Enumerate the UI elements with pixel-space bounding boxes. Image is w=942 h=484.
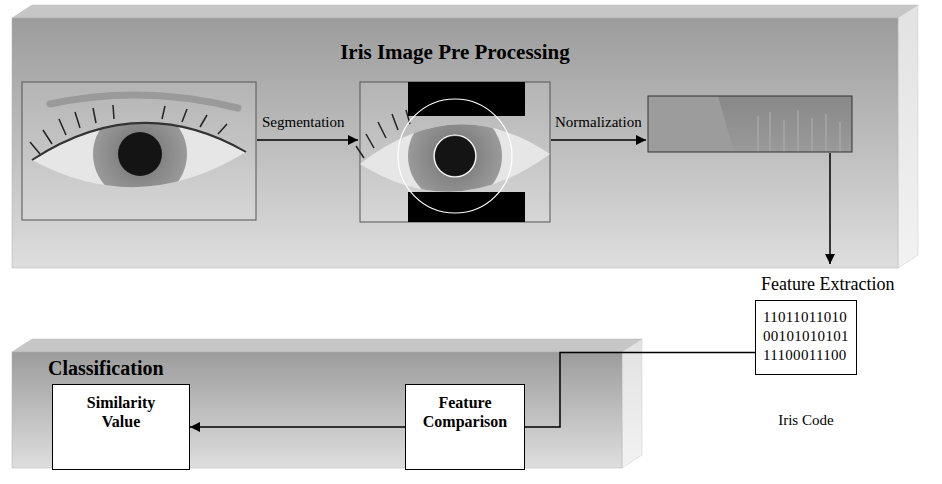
mask-block <box>408 192 525 222</box>
photo-frame <box>360 82 550 222</box>
pupil <box>118 132 162 176</box>
iris-group <box>408 109 502 203</box>
process-box: Feature Comparison <box>405 384 525 470</box>
section-panel: ClassificationSimilarity Value Feature Co… <box>12 352 622 468</box>
panel-front-face <box>12 18 898 268</box>
iris-code-box: Feature Extraction11011011010 0010101010… <box>755 300 857 375</box>
strip-patch <box>648 96 734 152</box>
binary-code: 11011011010 00101010101 11100011100 <box>763 308 849 364</box>
segmented-eye-photo <box>356 82 550 222</box>
photo-frame <box>22 82 256 220</box>
connector <box>525 353 755 428</box>
section-panel: Iris Image Pre Processing <box>12 18 898 268</box>
strip-texture <box>758 110 840 152</box>
connector <box>190 426 405 428</box>
panel-side-face <box>898 5 918 268</box>
process-box: Similarity Value <box>52 384 190 470</box>
iris <box>93 107 187 201</box>
iris-group <box>93 107 187 201</box>
panel-top-face <box>12 339 642 352</box>
strip-ground <box>648 96 852 152</box>
panel-side-face <box>622 339 642 468</box>
box-text: Similarity Value <box>87 393 155 431</box>
eye-photo <box>22 82 256 220</box>
pupil-boundary <box>434 135 476 177</box>
panel-top-face <box>12 5 918 18</box>
step-label: Normalization <box>555 114 642 131</box>
eyelid <box>32 123 246 160</box>
step-label: Segmentation <box>262 114 345 131</box>
panel-title: Iris Image Pre Processing <box>12 18 898 64</box>
iris <box>408 109 502 203</box>
process-arrow <box>257 139 358 141</box>
normalized-iris-strip <box>648 96 852 152</box>
box-caption: Iris Code <box>778 412 833 429</box>
iris-boundary <box>398 99 512 213</box>
eyebrow <box>50 95 238 108</box>
step-heading: Feature Extraction <box>761 274 894 295</box>
panel-title: Classification <box>48 357 164 380</box>
strip-frame <box>648 96 852 152</box>
pupil <box>435 136 475 176</box>
mask-block <box>408 82 525 116</box>
box-text: Feature Comparison <box>423 393 507 431</box>
process-arrow <box>829 153 831 264</box>
eyelashes <box>30 105 227 154</box>
process-arrow <box>551 139 646 141</box>
